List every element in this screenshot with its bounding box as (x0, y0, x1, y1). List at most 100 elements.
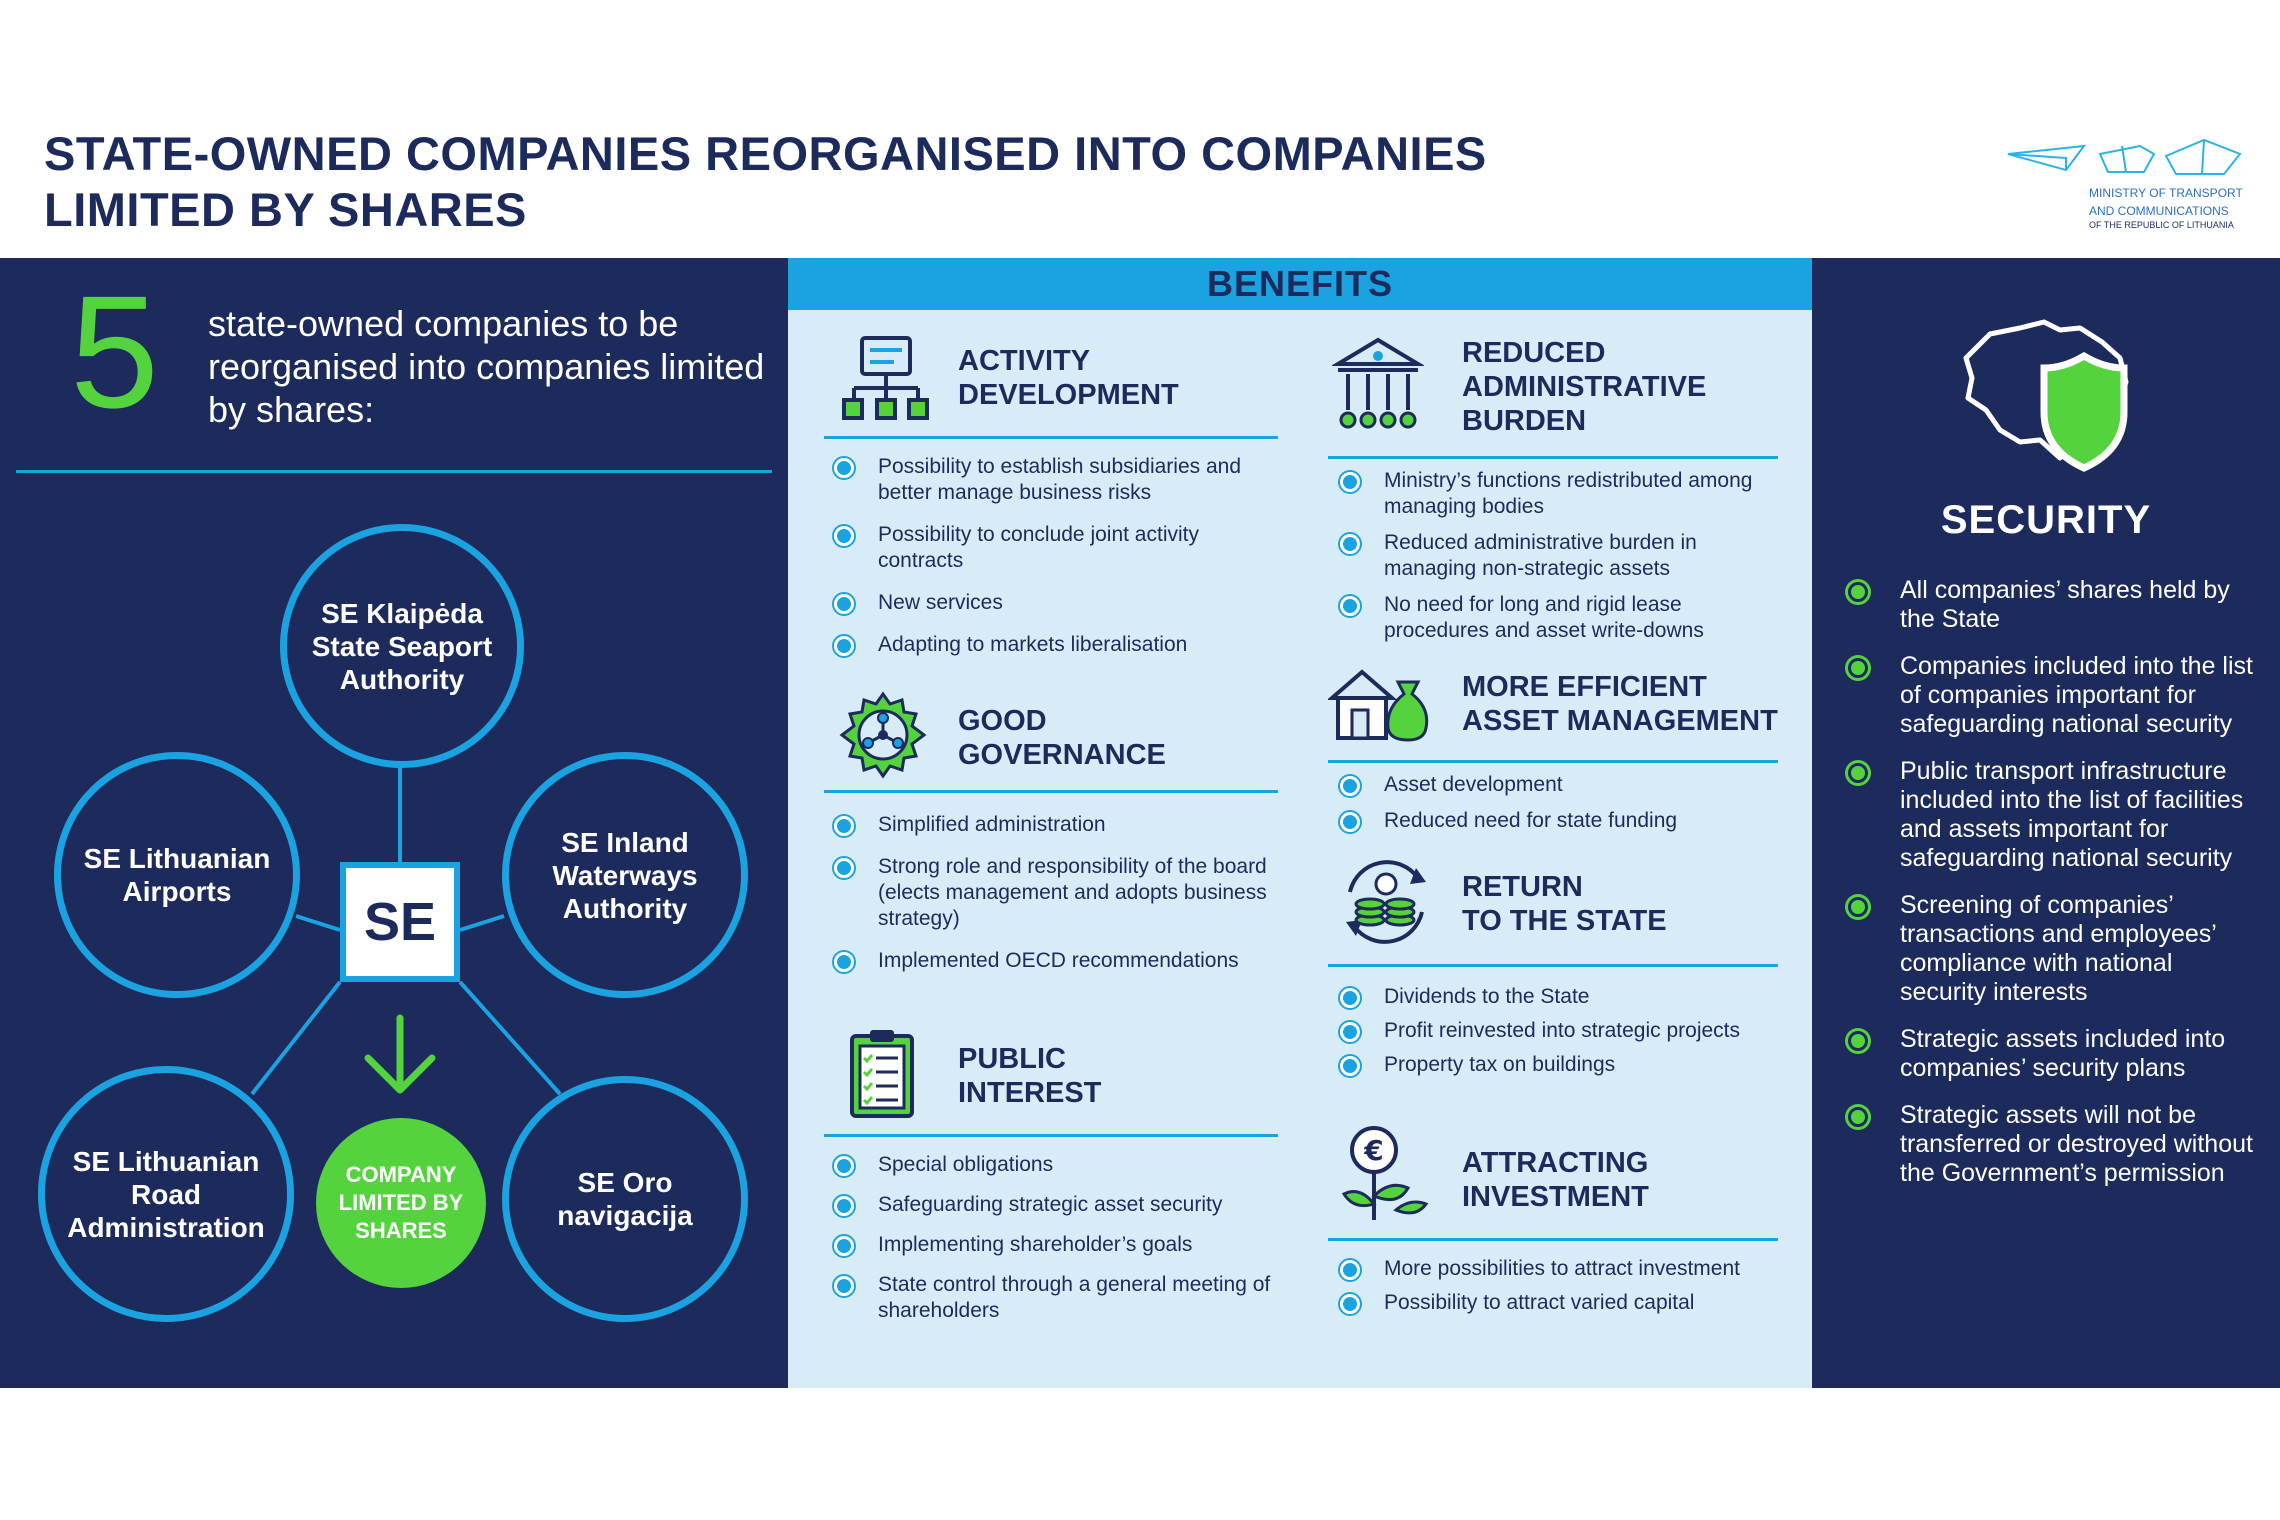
section-rule (824, 1134, 1278, 1137)
gear-network-icon (839, 691, 927, 779)
down-arrow-icon (364, 1014, 436, 1094)
company-node-inland-waterways: SE Inland Waterways Authority (502, 752, 748, 998)
section-title: PUBLIC INTEREST (958, 1043, 1102, 1109)
logo-text-2: AND COMMUNICATIONS (2089, 204, 2229, 218)
institution-icon (1332, 337, 1424, 429)
divider (16, 470, 772, 473)
connector-lines (250, 762, 562, 1096)
list-item: No need for long and rigid lease procedu… (1338, 592, 1778, 644)
activity-development-list: Possibility to establish subsidiaries an… (832, 454, 1272, 658)
section-title: REDUCED ADMINISTRATIVE BURDEN (1462, 337, 1707, 437)
good-governance-list: Simplified administration Strong role an… (832, 812, 1272, 974)
logo-text-3: OF THE REPUBLIC OF LITHUANIA (2089, 220, 2234, 230)
bullet-icon (1848, 1107, 1868, 1127)
org-chart-icon (842, 336, 929, 420)
intro-text: state-owned companies to be reorganised … (208, 303, 765, 430)
company-node-klaipeda: SE Klaipėda State Seaport Authority (280, 524, 524, 768)
company-limited-node: COMPANY LIMITED BY SHARES (316, 1118, 486, 1288)
ministry-logo: MINISTRY OF TRANSPORT AND COMMUNICATIONS… (2004, 132, 2244, 232)
list-item: More possibilities to attract investment (1338, 1256, 1778, 1282)
paper-boats-icon (2007, 138, 2242, 175)
company-node-oro-navigacija: SE Oro navigacija (502, 1076, 748, 1322)
title-line-1: STATE-OWNED COMPANIES REORGANISED INTO C… (44, 127, 1487, 180)
bullet-icon (1340, 1260, 1360, 1280)
bullet-icon (1848, 582, 1868, 602)
euro-plant-icon: € (1341, 1126, 1429, 1220)
attracting-investment-list: More possibilities to attract investment… (1338, 1256, 1778, 1316)
list-item: Implementing shareholder’s goals (832, 1232, 1272, 1258)
list-item: Reduced need for state funding (1338, 808, 1778, 834)
company-node-road-administration: SE Lithuanian Road Administration (38, 1066, 294, 1322)
bullet-icon (834, 858, 854, 878)
list-item: Profit reinvested into strategic project… (1338, 1018, 1778, 1044)
section-title: ATTRACTING INVESTMENT (1462, 1147, 1649, 1213)
bullet-icon (1848, 1031, 1868, 1051)
list-item: Adapting to markets liberalisation (832, 632, 1272, 658)
bullet-icon (1340, 988, 1360, 1008)
section-return-to-state: RETURN TO THE STATE (1328, 852, 1778, 967)
list-item: Asset development (1338, 772, 1778, 798)
bullet-icon (1340, 1022, 1360, 1042)
se-center-box: SE (340, 862, 460, 982)
list-item: Companies included into the list of comp… (1842, 652, 2262, 739)
bullet-icon (1848, 658, 1868, 678)
section-rule (1328, 964, 1778, 967)
bullet-icon (1848, 763, 1868, 783)
list-item: Possibility to attract varied capital (1338, 1290, 1778, 1316)
bullet-icon (1340, 1056, 1360, 1076)
section-good-governance: GOOD GOVERNANCE (824, 690, 1278, 794)
list-item: Possibility to conclude joint activity c… (832, 522, 1272, 574)
section-activity-development: ACTIVITY DEVELOPMENT (824, 334, 1278, 439)
bullet-icon (834, 1236, 854, 1256)
list-item: Ministry’s functions redistributed among… (1338, 468, 1778, 520)
bullet-icon (834, 816, 854, 836)
list-item: Special obligations (832, 1152, 1272, 1178)
list-item: Implemented OECD recommendations (832, 948, 1272, 974)
bullet-icon (834, 594, 854, 614)
title-line-2: LIMITED BY SHARES (44, 183, 527, 236)
section-title: ACTIVITY DEVELOPMENT (958, 345, 1179, 411)
reduced-burden-list: Ministry’s functions redistributed among… (1338, 468, 1778, 644)
list-item: Simplified administration (832, 812, 1272, 838)
section-rule (824, 790, 1278, 793)
section-attracting-investment: € ATTRACTING INVESTMENT (1328, 1124, 1778, 1241)
return-to-state-list: Dividends to the State Profit reinvested… (1338, 984, 1778, 1078)
list-item: Strong role and responsibility of the bo… (832, 854, 1272, 932)
bullet-icon (834, 636, 854, 656)
bullet-icon (1340, 776, 1360, 796)
section-asset-management: MORE EFFICIENT ASSET MANAGEMENT (1328, 664, 1778, 763)
list-item: Possibility to establish subsidiaries an… (832, 454, 1272, 506)
bullet-icon (834, 526, 854, 546)
list-item: New services (832, 590, 1272, 616)
logo-text-1: MINISTRY OF TRANSPORT (2089, 186, 2243, 200)
list-item: Screening of companies’ transactions and… (1842, 891, 2262, 1007)
security-list: All companies’ shares held by the State … (1842, 576, 2262, 1188)
page-title: STATE-OWNED COMPANIES REORGANISED INTO C… (44, 126, 1664, 238)
bullet-icon (1848, 897, 1868, 917)
list-item: Safeguarding strategic asset security (832, 1192, 1272, 1218)
benefits-header: BENEFITS (788, 258, 1812, 310)
bullet-icon (834, 1156, 854, 1176)
bullet-icon (834, 952, 854, 972)
section-rule (1328, 760, 1778, 763)
bullet-icon (834, 1196, 854, 1216)
security-title: SECURITY (1940, 498, 2152, 542)
list-item: All companies’ shares held by the State (1842, 576, 2262, 634)
section-reduced-administrative-burden: REDUCED ADMINISTRATIVE BURDEN (1328, 334, 1778, 459)
bullet-icon (1340, 596, 1360, 616)
section-rule (824, 436, 1278, 439)
lithuania-shield-icon (1963, 319, 2129, 472)
section-public-interest: PUBLIC INTEREST (824, 1026, 1278, 1137)
bullet-icon (834, 1276, 854, 1296)
bullet-icon (1340, 1294, 1360, 1314)
list-item: Reduced administrative burden in managin… (1338, 530, 1778, 582)
public-interest-list: Special obligations Safeguarding strateg… (832, 1152, 1272, 1324)
section-rule (1328, 1238, 1778, 1241)
bullet-icon (1340, 812, 1360, 832)
list-item: Public transport infrastructure included… (1842, 757, 2262, 873)
house-money-bag-icon (1328, 669, 1429, 742)
svg-text:€: € (1363, 1134, 1383, 1167)
company-node-airports: SE Lithuanian Airports (54, 752, 300, 998)
bullet-icon (1340, 534, 1360, 554)
section-title: RETURN TO THE STATE (1462, 871, 1667, 937)
